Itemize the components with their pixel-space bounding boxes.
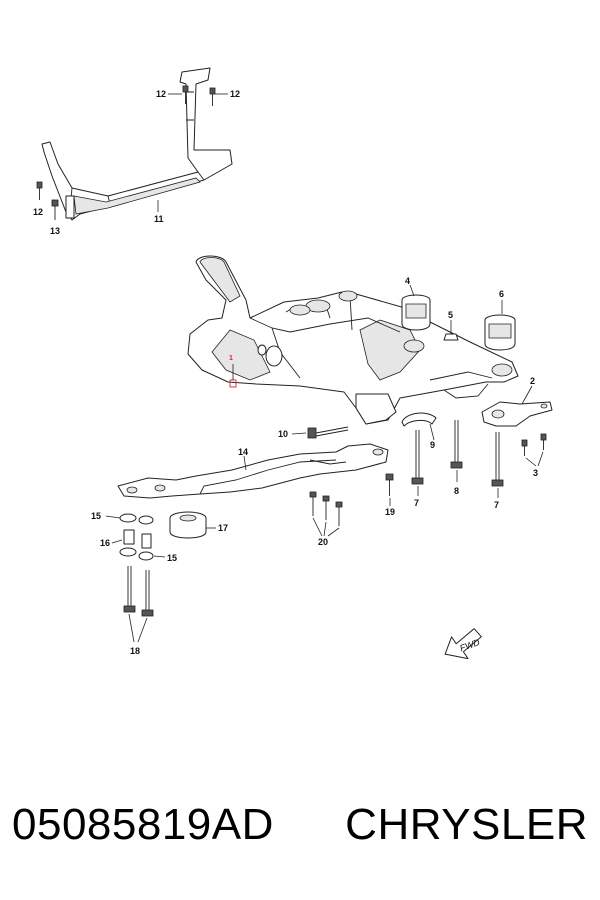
callout-6: 6 xyxy=(499,289,504,299)
callout-3: 3 xyxy=(533,468,538,478)
part-7-bolt-right xyxy=(491,432,504,498)
callout-labels: 12 12 12 13 11 4 5 6 2 10 9 3 14 7 8 7 1… xyxy=(33,89,538,656)
part-12-bolts xyxy=(36,85,216,200)
brand-name-text: CHRYSLER xyxy=(345,800,588,849)
part-20-bolts xyxy=(309,491,343,537)
callout-12: 12 xyxy=(156,89,166,99)
part-10-bolt xyxy=(291,426,349,439)
callout-17: 17 xyxy=(218,523,228,533)
callout-1: 1 xyxy=(229,355,233,362)
callout-9: 9 xyxy=(430,440,435,450)
callout-8: 8 xyxy=(454,486,459,496)
callout-14: 14 xyxy=(238,447,248,457)
footer-caption: 05085819AD CHRYSLER xyxy=(0,800,600,860)
callout-12: 12 xyxy=(33,207,43,217)
part-4-bushing xyxy=(401,284,431,331)
part-7-bolt-left xyxy=(411,430,424,496)
callout-5: 5 xyxy=(448,310,453,320)
callout-13: 13 xyxy=(50,226,60,236)
part-19-bolt xyxy=(385,473,394,506)
callout-16: 16 xyxy=(100,538,110,548)
part-16-sleeve xyxy=(111,529,152,549)
part-1-crossmember xyxy=(187,255,519,425)
part-6-bushing xyxy=(484,300,516,351)
part-15-washers xyxy=(105,513,166,561)
callout-2: 2 xyxy=(530,376,535,386)
part-8-bolt xyxy=(450,420,463,482)
part-11-support-brace xyxy=(41,67,233,221)
callout-11: 11 xyxy=(154,214,164,224)
fwd-arrow: FWD xyxy=(444,628,482,660)
part-2-bracket xyxy=(481,385,553,427)
callout-12: 12 xyxy=(230,89,240,99)
part-5-nut xyxy=(443,320,459,341)
part-14-skid-plate xyxy=(117,443,389,499)
part-18-bolts xyxy=(123,566,154,643)
callout-10: 10 xyxy=(278,429,288,439)
part-number-text: 05085819AD xyxy=(12,800,274,849)
callout-15: 15 xyxy=(167,553,177,563)
part-13-bolt xyxy=(51,199,59,220)
callout-15: 15 xyxy=(91,511,101,521)
callout-7: 7 xyxy=(414,498,419,508)
part-9-isolator xyxy=(401,412,437,441)
callout-18: 18 xyxy=(130,646,140,656)
callout-7: 7 xyxy=(494,500,499,510)
part-3-bolts xyxy=(521,433,547,467)
callout-19: 19 xyxy=(385,507,395,517)
callout-20: 20 xyxy=(318,537,328,547)
exploded-parts-diagram: FWD 12 12 12 13 11 4 5 6 2 10 9 3 14 7 8… xyxy=(33,67,553,660)
part-17-spacer xyxy=(169,511,216,539)
callout-4: 4 xyxy=(405,276,410,286)
